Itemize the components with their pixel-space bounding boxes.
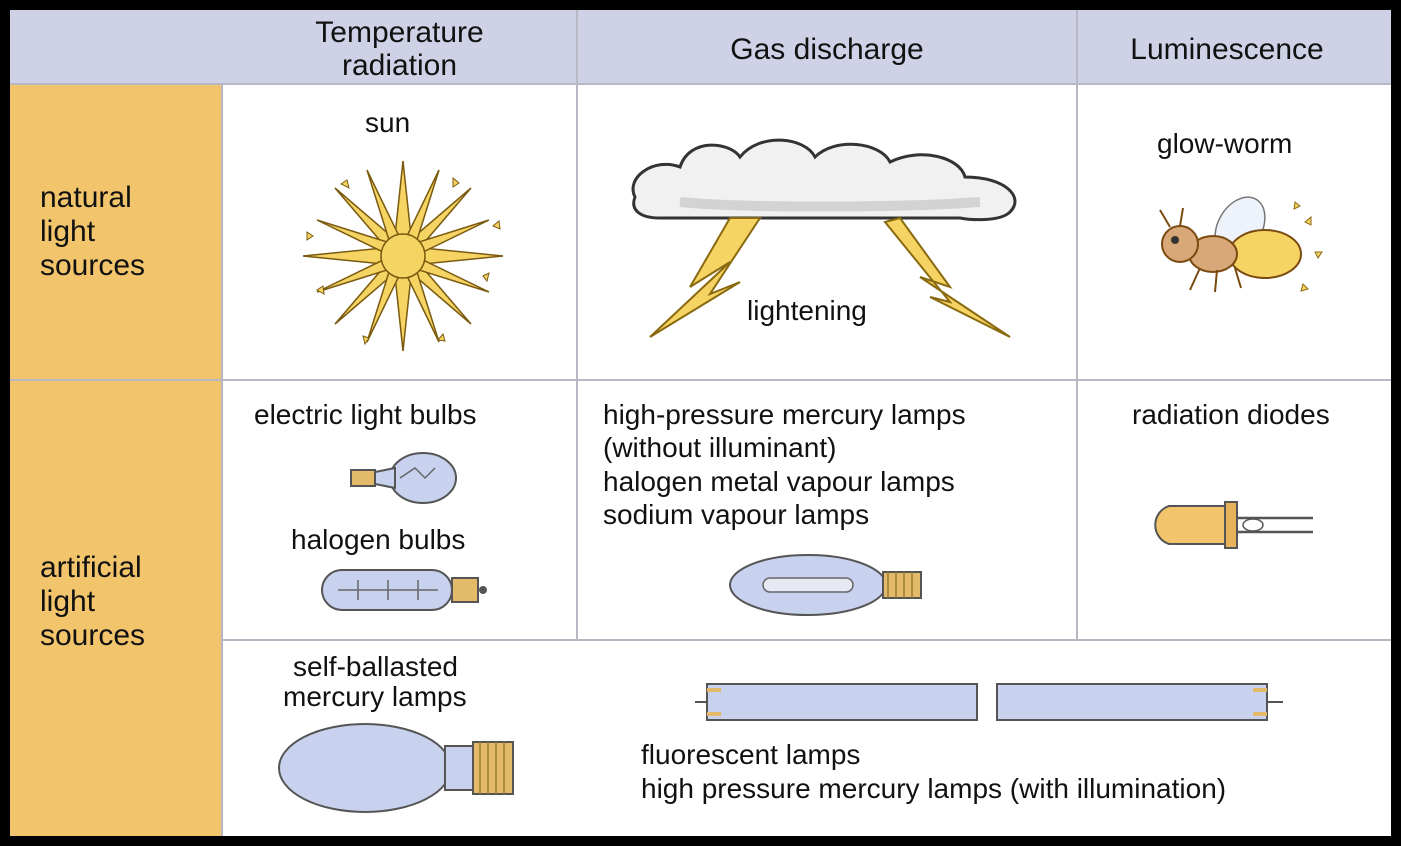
glow-worm-label: glow-worm — [1157, 128, 1293, 159]
divider — [10, 83, 1391, 85]
header-luminescence: Luminescence — [1077, 10, 1391, 84]
fluorescent-line2: high pressure mercury lamps (with illumi… — [641, 773, 1227, 804]
fluorescent-tube-icon — [695, 683, 1283, 721]
halogen-bulb-icon — [321, 569, 487, 611]
natural-line1: natural — [40, 181, 132, 214]
header-corner — [10, 10, 222, 84]
artificial-line2: light — [40, 585, 96, 618]
sun-label: sun — [365, 107, 411, 138]
sun-icon — [302, 160, 504, 352]
artificial-line1: artificial — [40, 551, 142, 584]
mercury-lamp-icon — [278, 723, 514, 813]
light-sources-table: Temperature radiation Gas discharge Lumi… — [10, 10, 1391, 836]
led-diode-icon — [1154, 501, 1313, 549]
lightening-label: lightening — [747, 295, 867, 326]
self-ballasted-line2: mercury lamps — [283, 681, 467, 712]
divider — [222, 639, 1391, 641]
divider — [10, 379, 1391, 381]
natural-line2: light — [40, 215, 96, 248]
gas-lamps-line4: sodium vapour lamps — [603, 499, 870, 530]
divider — [221, 84, 223, 836]
halogen-bulbs-label: halogen bulbs — [291, 524, 466, 555]
fluorescent-line1: fluorescent lamps — [641, 739, 861, 770]
metal-vapour-lamp-icon — [729, 554, 922, 616]
radiation-diodes-label: radiation diodes — [1132, 399, 1330, 430]
header-gas-discharge: Gas discharge — [577, 10, 1077, 84]
row-label-artificial: artificial light sources — [10, 380, 222, 836]
header-gas-discharge-label: Gas discharge — [730, 33, 924, 66]
divider — [576, 10, 578, 640]
cloud-lightning-icon — [631, 138, 1017, 338]
light-bulb-icon — [350, 452, 457, 504]
row-label-natural: natural light sources — [10, 84, 222, 380]
header-temperature-radiation: Temperature radiation — [222, 10, 577, 84]
self-ballasted-line1: self-ballasted — [293, 651, 458, 682]
divider — [1076, 10, 1078, 640]
gas-lamps-line1: high-pressure mercury lamps — [603, 399, 966, 430]
electric-light-bulbs-label: electric light bulbs — [254, 399, 477, 430]
natural-line3: sources — [40, 249, 146, 282]
artificial-line3: sources — [40, 619, 146, 652]
gas-lamps-line3: halogen metal vapour lamps — [603, 466, 955, 497]
glow-worm-icon — [1159, 196, 1323, 293]
gas-lamps-line2: (without illuminant) — [603, 432, 837, 463]
header-temperature-line2: radiation — [341, 49, 458, 82]
header-temperature-line1: Temperature — [315, 16, 484, 49]
header-luminescence-label: Luminescence — [1130, 33, 1324, 66]
